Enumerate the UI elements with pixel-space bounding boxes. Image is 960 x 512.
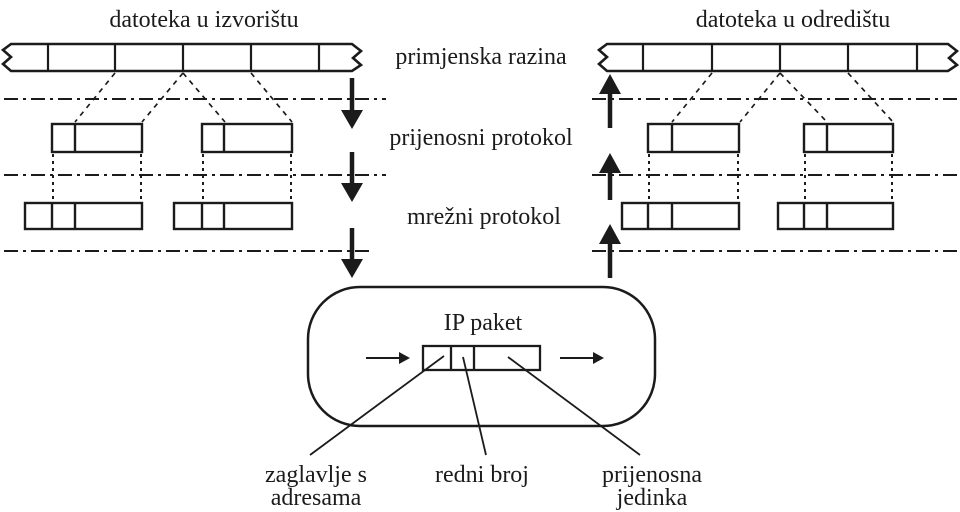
- down-arrow-icon: [341, 152, 363, 202]
- source-down-arrows: [341, 78, 363, 278]
- transport-segment-box: [200, 122, 294, 154]
- ip-packet-box: [421, 344, 542, 372]
- destination-file-bar: [596, 42, 960, 73]
- destination-transport-segments: [646, 122, 895, 154]
- destination-reassembly-fan-lines: [671, 72, 894, 123]
- fan-line: [671, 72, 713, 123]
- transport-segment-box: [50, 122, 144, 154]
- source-transport-segments: [50, 122, 294, 154]
- ip-packet-structure: [421, 344, 542, 372]
- packet-field-labels: zaglavlje s adresama redni broj prijenos…: [265, 462, 702, 511]
- fan-line: [74, 72, 116, 123]
- destination-file-segment-dividers: [641, 44, 919, 71]
- network-protocol-label: mrežni protokol: [407, 204, 561, 230]
- source-network-packets: [23, 201, 294, 231]
- header-field-label-line2: adresama: [271, 485, 362, 511]
- network-packet-box: [620, 201, 741, 231]
- network-packet-box: [23, 201, 144, 231]
- flow-arrow-left-icon: [366, 352, 410, 364]
- source-file-title: datoteka u izvorištu: [109, 7, 298, 33]
- source-segmentation-fan-lines: [74, 72, 293, 123]
- fan-line: [779, 72, 828, 123]
- sequence-field-label: redni broj: [435, 462, 529, 488]
- transport-segment-box: [646, 122, 741, 154]
- fan-line: [847, 72, 894, 123]
- ip-packet-container: IP paket: [306, 285, 657, 428]
- destination-file-title: datoteka u odredištu: [696, 7, 891, 33]
- source-file-bar: [0, 42, 364, 73]
- source-file-outline: [0, 42, 364, 73]
- field-callout-lines: [309, 355, 641, 456]
- ip-packet-title: IP paket: [444, 310, 523, 336]
- network-packet-box: [776, 201, 895, 231]
- payload-field-label-line2: jedinka: [616, 485, 688, 511]
- application-layer-label: primjenska razina: [395, 44, 567, 70]
- callout-line-sequence: [462, 356, 487, 456]
- callout-line-payload: [507, 356, 641, 456]
- down-arrow-icon: [341, 228, 363, 278]
- up-arrow-icon: [599, 153, 621, 200]
- fan-line: [182, 72, 226, 123]
- destination-network-packets: [620, 201, 895, 231]
- up-arrow-icon: [599, 224, 621, 278]
- destination-file-outline: [596, 42, 960, 73]
- transport-segment-box: [802, 122, 895, 154]
- fan-line: [250, 72, 293, 123]
- network-packet-box: [172, 201, 294, 231]
- destination-up-arrows: [599, 74, 621, 278]
- ip-packet-rounded-box: [306, 285, 657, 428]
- header-field-label-line1: zaglavlje s: [265, 462, 367, 488]
- fan-line: [141, 72, 184, 123]
- source-file-segment-dividers: [46, 44, 321, 71]
- callout-line-header: [309, 355, 445, 456]
- transport-to-network-guides: [52, 154, 893, 202]
- fan-line: [739, 72, 781, 123]
- down-arrow-icon: [341, 78, 363, 129]
- up-arrow-icon: [599, 74, 621, 128]
- transport-protocol-label: prijenosni protokol: [389, 125, 573, 151]
- payload-field-label-line1: prijenosna: [602, 462, 702, 488]
- layer-boundary-lines: [4, 98, 957, 252]
- flow-arrow-right-icon: [560, 352, 604, 364]
